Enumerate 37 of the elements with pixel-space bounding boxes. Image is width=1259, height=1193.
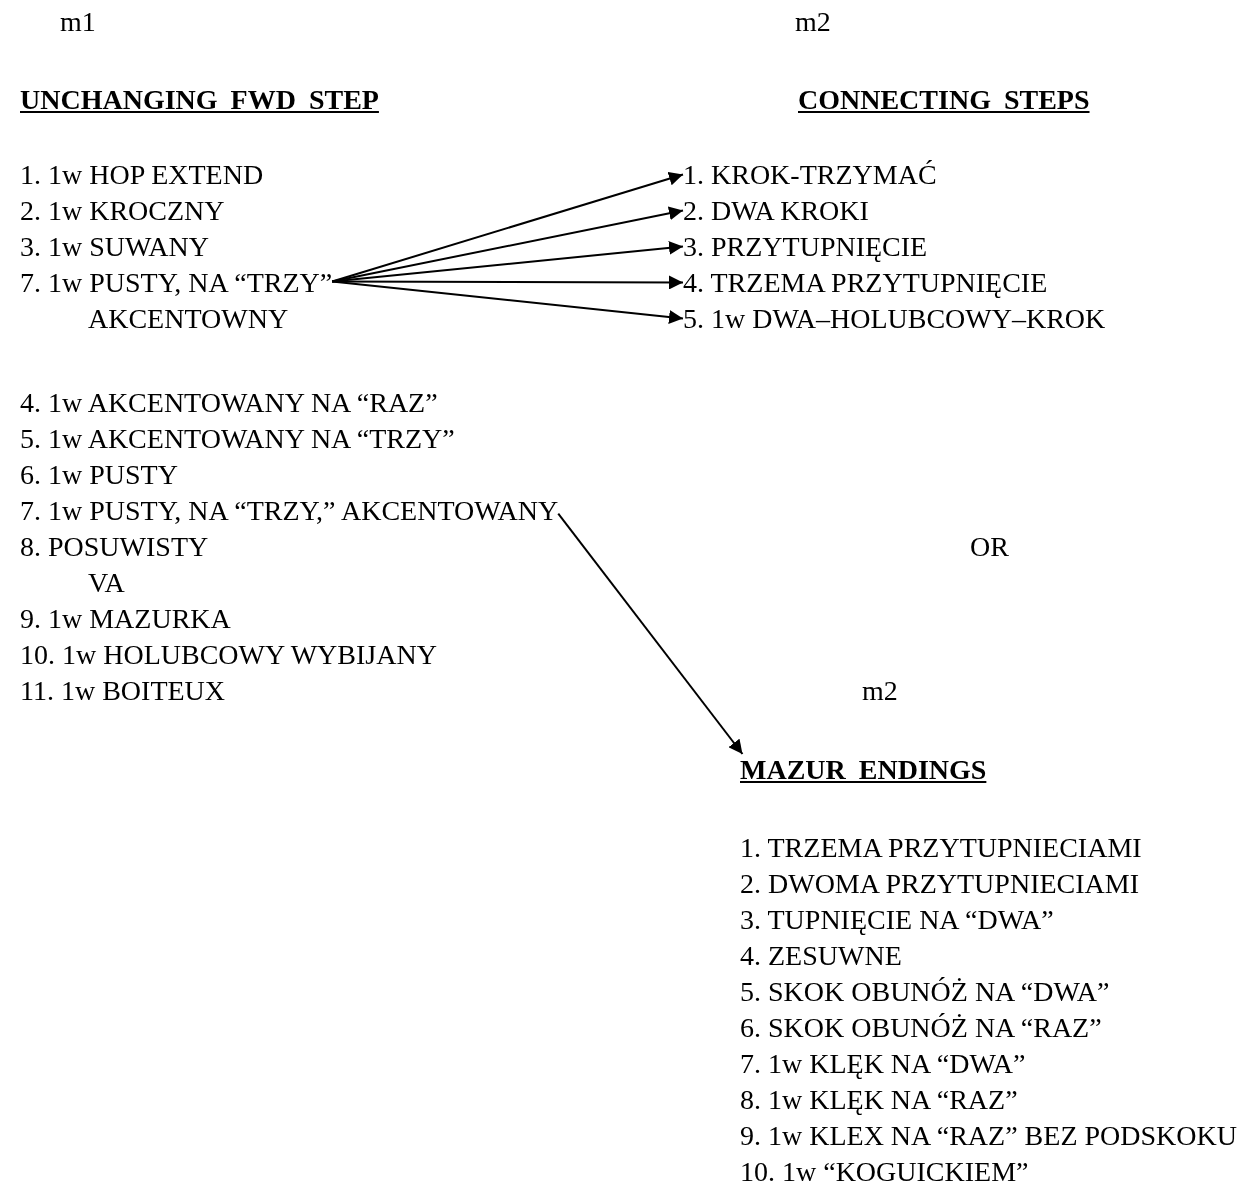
list-item: 5. 1w AKCENTOWANY NA “TRZY” bbox=[20, 422, 455, 456]
list-item: 7. 1w PUSTY, NA “TRZY,” AKCENTOWANY bbox=[20, 493, 650, 529]
or-label: OR bbox=[970, 530, 1009, 564]
list-item: 4. ZESUWNE bbox=[740, 939, 902, 973]
measure-label: m2 bbox=[862, 674, 898, 708]
measure-label: m1 bbox=[60, 5, 96, 39]
list-item: 4. TRZEMA PRZYTUPNIĘCIE bbox=[683, 265, 1048, 301]
list-item: 2. DWA KROKI bbox=[683, 193, 869, 229]
list-item: 8. POSUWISTY VA bbox=[20, 530, 209, 600]
section-heading: UNCHANGING FWD STEP bbox=[20, 83, 379, 117]
section-heading: MAZUR ENDINGS bbox=[740, 752, 987, 788]
arrow bbox=[331, 280, 684, 324]
list-item: 11. 1w BOITEUX bbox=[20, 674, 226, 708]
list-item: 6. 1w PUSTY bbox=[20, 458, 178, 492]
section-heading: CONNECTING STEPS bbox=[798, 83, 1090, 117]
list-item: 6. SKOK OBUNÓŻ NA “RAZ” bbox=[740, 1011, 1102, 1045]
list-item: 10. 1w HOLUBCOWY WYBIJANY bbox=[20, 638, 437, 672]
list-item: 2. 1w KROCZNY bbox=[20, 194, 226, 228]
measure-label: m2 bbox=[795, 5, 831, 39]
list-item: 1. KROK-TRZYMAĆ bbox=[683, 157, 937, 193]
list-item: 7. 1w KLĘK NA “DWA” bbox=[740, 1047, 1026, 1081]
list-item: 5. 1w DWA–HOLUBCOWY–KROK bbox=[683, 301, 1106, 337]
list-item: 9. 1w KLEX NA “RAZ” BEZ PODSKOKU bbox=[740, 1119, 1237, 1153]
list-item: 2. DWOMA PRZYTUPNIECIAMI bbox=[740, 867, 1139, 901]
list-item: 9. 1w MAZURKA bbox=[20, 602, 231, 636]
arrow bbox=[331, 240, 684, 283]
list-item: 3. TUPNIĘCIE NA “DWA” bbox=[740, 903, 1054, 937]
list-item: 7. 1w PUSTY, NA “TRZY” AKCENTOWNY bbox=[20, 266, 334, 336]
list-item: 5. SKOK OBUNÓŻ NA “DWA” bbox=[740, 975, 1110, 1009]
list-item: 3. PRZYTUPNIĘCIE bbox=[683, 229, 928, 265]
list-item: 4. 1w AKCENTOWANY NA “RAZ” bbox=[20, 386, 438, 420]
list-item: 1. 1w HOP EXTEND bbox=[20, 158, 265, 192]
list-item: 3. 1w SUWANY bbox=[20, 230, 210, 264]
arrow bbox=[557, 512, 744, 755]
list-item: 8. 1w KLĘK NA “RAZ” bbox=[740, 1083, 1018, 1117]
list-item: 1. TRZEMA PRZYTUPNIECIAMI bbox=[740, 831, 1142, 865]
list-item: 10. 1w “KOGUICKIEM” bbox=[740, 1155, 1029, 1189]
